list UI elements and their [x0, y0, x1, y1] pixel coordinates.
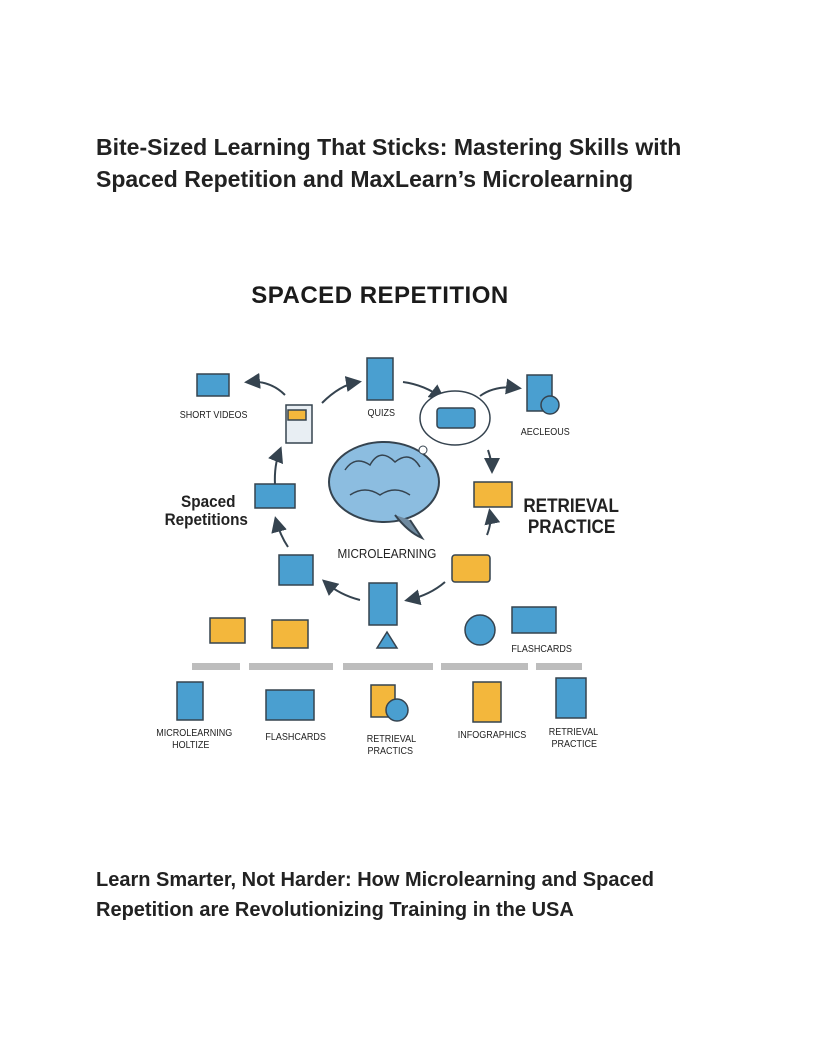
label-retrieval-practice-2: PRACTICE [551, 739, 598, 750]
label-flashcards-top: FLASHCARDS [511, 644, 572, 655]
cycle-arrows [244, 372, 522, 606]
monitor-gears-icon [254, 483, 296, 509]
label-aecleous: AECLEOUS [520, 427, 570, 438]
infographic-graphics [176, 357, 587, 723]
tablet-bulb-icon [176, 681, 204, 721]
article-heading: Bite-Sized Learning That Sticks: Masteri… [96, 134, 682, 192]
printer-icon [209, 617, 246, 644]
phone-app-icon [368, 582, 398, 626]
spaced-repetition-infographic: SPACED REPETITION SHORT VIDEOS QUIZS AEC… [140, 270, 620, 770]
monitor-glasses-icon [511, 606, 557, 634]
label-microlearning-1: MICROLEARNING [156, 728, 233, 739]
label-retrieval: RETRIEVAL [523, 496, 619, 517]
label-retrieval-practics-2: PRACTICS [367, 746, 414, 757]
label-repetitions: Repetitions [164, 510, 248, 529]
play-disc-icon [464, 614, 496, 646]
timeline [192, 663, 582, 670]
article-subheading: Learn Smarter, Not Harder: How Microlear… [96, 869, 654, 921]
label-short-videos: SHORT VIDEOS [179, 410, 248, 421]
label-quizs: QUIZS [367, 408, 396, 419]
label-microlearning: MICROLEARNING [337, 546, 437, 561]
question-chat-icon [451, 554, 491, 583]
label-practice: PRACTICE [527, 517, 616, 538]
infographic-title: SPACED REPETITION [251, 282, 509, 309]
label-microlearning-2: HOLTIZE [172, 740, 210, 751]
laptop-icon [265, 689, 315, 721]
brain-icon [328, 441, 440, 541]
tablet-infographic-icon [472, 681, 502, 723]
email-icon [278, 554, 314, 586]
label-retrieval-practice-1: RETRIEVAL [548, 727, 599, 738]
triangle-icon [375, 630, 399, 649]
label-spaced: Spaced [181, 492, 236, 511]
label-infographics: INFOGRAPHICS [457, 730, 527, 741]
calendar-icon [473, 481, 513, 508]
label-flashcards: FLASHCARDS [265, 732, 326, 743]
quiz-phone-icon [366, 357, 394, 401]
flashcard-stack-icon [271, 619, 309, 649]
tablet-gear-icon [555, 677, 587, 719]
video-icon [196, 373, 230, 397]
thought-cloud-icon [418, 390, 491, 455]
label-retrieval-practics-1: RETRIEVAL [366, 734, 417, 745]
